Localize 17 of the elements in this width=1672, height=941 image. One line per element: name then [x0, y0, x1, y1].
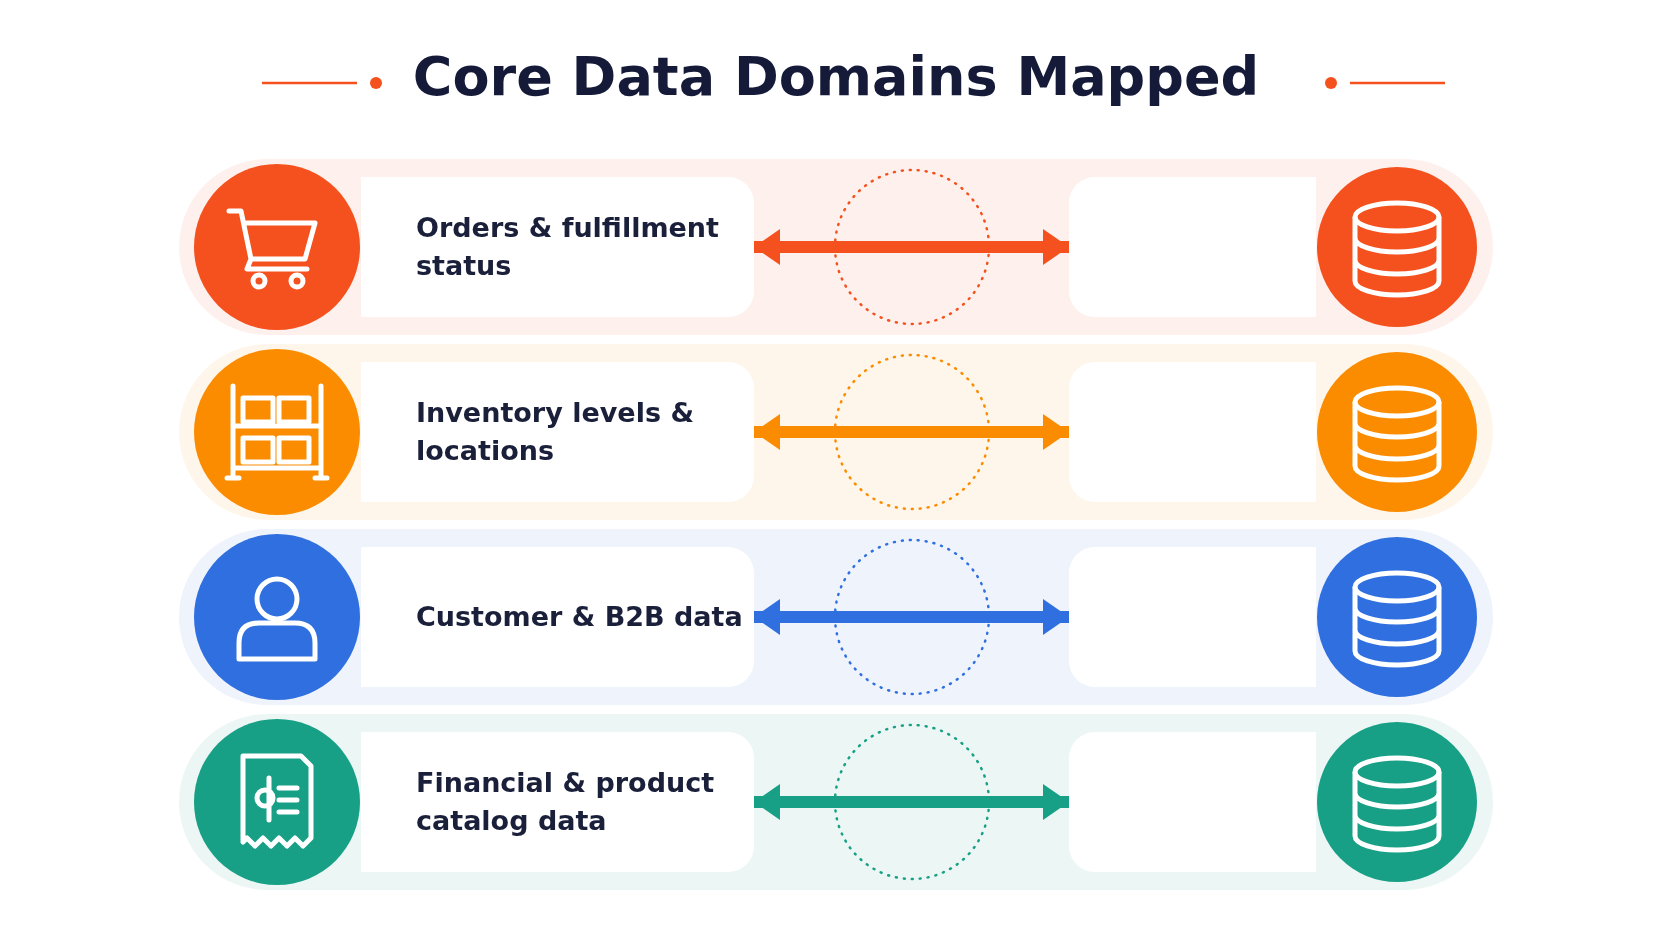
- domain-card: [361, 362, 754, 502]
- double-arrow: [754, 414, 1069, 450]
- domain-card: [361, 547, 754, 687]
- domain-label: Financial & product catalog data: [416, 766, 716, 838]
- target-box: [1069, 547, 1316, 687]
- target-box: [1069, 732, 1316, 872]
- double-arrow: [754, 784, 1069, 820]
- double-arrow: [754, 599, 1069, 635]
- double-arrow: [754, 229, 1069, 265]
- title: Core Data Domains Mapped: [412, 45, 1260, 108]
- domain-card: [361, 732, 754, 872]
- domain-card: [361, 177, 754, 317]
- domain-label: Customer & B2B data: [416, 600, 743, 635]
- domain-label: Orders & fulfillment status: [416, 211, 720, 283]
- target-box: [1069, 177, 1316, 317]
- target-box: [1069, 362, 1316, 502]
- domain-label: Inventory levels & locations: [416, 396, 695, 468]
